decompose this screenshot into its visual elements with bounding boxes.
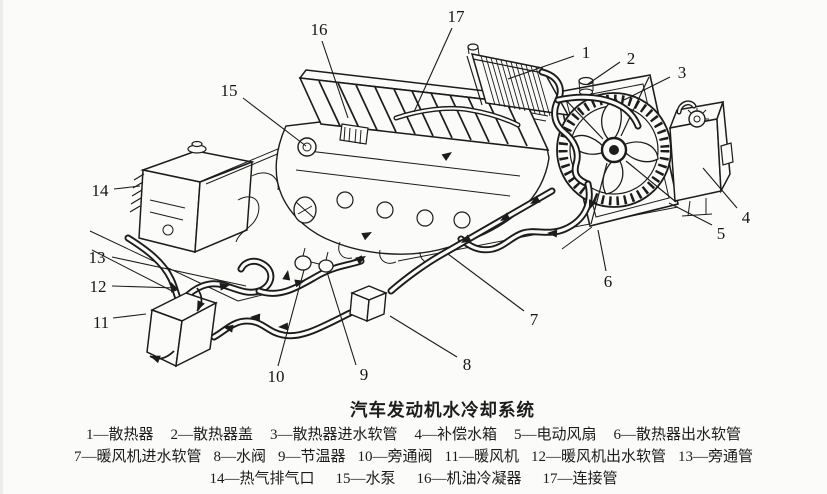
callout-10: 10 [268, 367, 285, 386]
caption-block: 汽车发动机水冷却系统 1—散热器 2—散热器盖 3—散热器进水软管 4—补偿水箱… [0, 399, 827, 490]
legend-item-12: 12—暖风机出水软管 [530, 449, 666, 465]
thermostat-cluster [294, 247, 363, 273]
radiator-filler-neck [467, 43, 480, 56]
callout-3: 3 [678, 63, 687, 82]
left-unit [129, 137, 307, 254]
callout-1: 1 [582, 43, 591, 62]
callout-numbers: 1 2 3 4 5 6 7 8 9 10 11 12 13 14 15 16 1… [89, 7, 751, 386]
callout-2: 2 [627, 49, 636, 68]
hoses [124, 68, 642, 341]
callout-13: 13 [89, 248, 106, 267]
callout-8: 8 [463, 355, 472, 374]
callout-7: 7 [530, 310, 539, 329]
callout-14: 14 [92, 181, 110, 200]
legend-item-16: 16—机油冷凝器 [416, 471, 522, 487]
callout-4: 4 [742, 208, 751, 227]
heater-unit [146, 287, 218, 368]
legend-item-3: 3—散热器进水软管 [269, 427, 398, 443]
legend-item-6: 6—散热器出水软管 [613, 427, 742, 443]
oil-condenser [339, 123, 369, 145]
diagram-title: 汽车发动机水冷却系统 [350, 400, 535, 420]
leader-lines [111, 27, 738, 367]
legend-item-10: 10—旁通阀 [357, 449, 433, 465]
legend-row-2: 7—暖风机进水软管 8—水阀 9—节温器 10—旁通阀 11—暖风机 12—暖风… [0, 446, 827, 468]
legend-item-17: 17—连接管 [542, 471, 618, 487]
legend-item-14: 14—热气排气口 [209, 471, 315, 487]
legend-item-15: 15—水泵 [335, 471, 396, 487]
callout-12: 12 [90, 277, 107, 296]
legend-item-2: 2—散热器盖 [170, 427, 253, 443]
compensation-tank [668, 100, 734, 217]
legend-item-7: 7—暖风机进水软管 [73, 449, 202, 465]
legend-row-1: 1—散热器 2—散热器盖 3—散热器进水软管 4—补偿水箱 5—电动风扇 6—散… [0, 424, 827, 446]
electric-fan [556, 74, 679, 227]
callout-9: 9 [360, 365, 369, 384]
legend-item-5: 5—电动风扇 [514, 427, 597, 443]
legend-item-8: 8—水阀 [213, 449, 266, 465]
connecting-pipe [393, 105, 521, 128]
water-valve [349, 285, 388, 323]
water-pump [297, 137, 317, 157]
callout-11: 11 [93, 313, 109, 332]
legend-item-11: 11—暖风机 [444, 449, 519, 465]
callout-15: 15 [221, 81, 238, 100]
legend-item-9: 9—节温器 [278, 449, 346, 465]
radiator [466, 43, 594, 117]
callout-5: 5 [717, 224, 726, 243]
legend-item-4: 4—补偿水箱 [414, 427, 498, 443]
engine-block [275, 69, 550, 264]
legend-row-3: 14—热气排气口 15—水泵 16—机油冷凝器 17—连接管 [0, 468, 827, 490]
legend-item-13: 13—旁通管 [678, 449, 754, 465]
legend-item-1: 1—散热器 [85, 427, 154, 443]
scan-edge-artifact [0, 0, 3, 494]
callout-6: 6 [604, 272, 613, 291]
callout-17: 17 [448, 7, 466, 26]
callout-16: 16 [311, 20, 328, 39]
